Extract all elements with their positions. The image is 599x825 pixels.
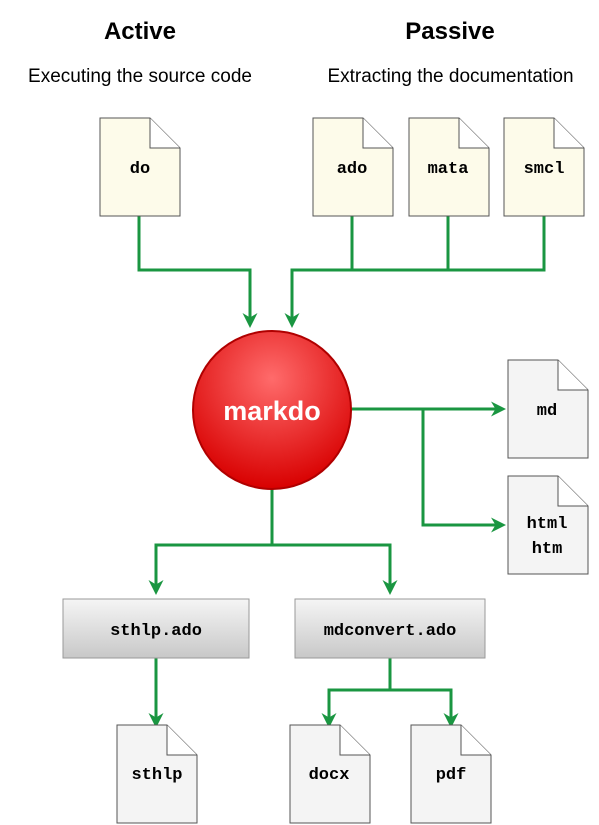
output-doc-htm-label: htm <box>532 540 563 559</box>
output-doc-html: html htm <box>507 475 589 575</box>
final-doc-pdf: pdf <box>410 724 492 824</box>
final-doc-docx: docx <box>289 724 371 824</box>
active-heading: Active <box>103 18 177 45</box>
connector-markdo-html <box>421 409 506 533</box>
input-doc-ado: ado <box>312 117 394 217</box>
processor-mdconvert-ado: mdconvert.ado <box>294 598 486 659</box>
active-subtitle: Executing the source code <box>28 66 252 87</box>
connector-smcl-markdo <box>284 216 546 328</box>
input-doc-mata: mata <box>408 117 490 217</box>
final-doc-sthlp-label: sthlp <box>131 766 182 785</box>
passive-heading: Passive <box>405 18 495 45</box>
output-doc-html-label: html <box>527 515 568 534</box>
connectors <box>137 216 546 728</box>
connector-markdo-sthlp-ado <box>148 489 274 595</box>
input-doc-mata-label: mata <box>428 160 469 179</box>
final-doc-sthlp: sthlp <box>116 724 198 824</box>
processor-sthlp-ado-label: sthlp.ado <box>110 622 202 641</box>
final-doc-pdf-label: pdf <box>436 766 467 785</box>
final-doc-docx-label: docx <box>309 766 350 785</box>
markdo-label: markdo <box>223 396 321 426</box>
output-doc-md: md <box>507 359 589 459</box>
input-doc-smcl-label: smcl <box>524 160 565 179</box>
input-doc-smcl: smcl <box>503 117 585 217</box>
connector-mdconvert-pdf <box>390 688 459 728</box>
connector-markdo-mdconvert <box>272 543 398 595</box>
connector-do-markdo <box>137 216 258 328</box>
processor-mdconvert-ado-label: mdconvert.ado <box>324 622 457 641</box>
markdo-node: markdo <box>192 330 352 490</box>
passive-subtitle: Extracting the documentation <box>327 66 574 87</box>
input-doc-do-label: do <box>130 160 150 179</box>
input-doc-ado-label: ado <box>337 160 368 179</box>
output-doc-md-label: md <box>537 402 557 421</box>
processor-sthlp-ado: sthlp.ado <box>62 598 250 659</box>
connector-mdconvert-docx <box>321 658 392 728</box>
input-doc-do: do <box>99 117 181 217</box>
